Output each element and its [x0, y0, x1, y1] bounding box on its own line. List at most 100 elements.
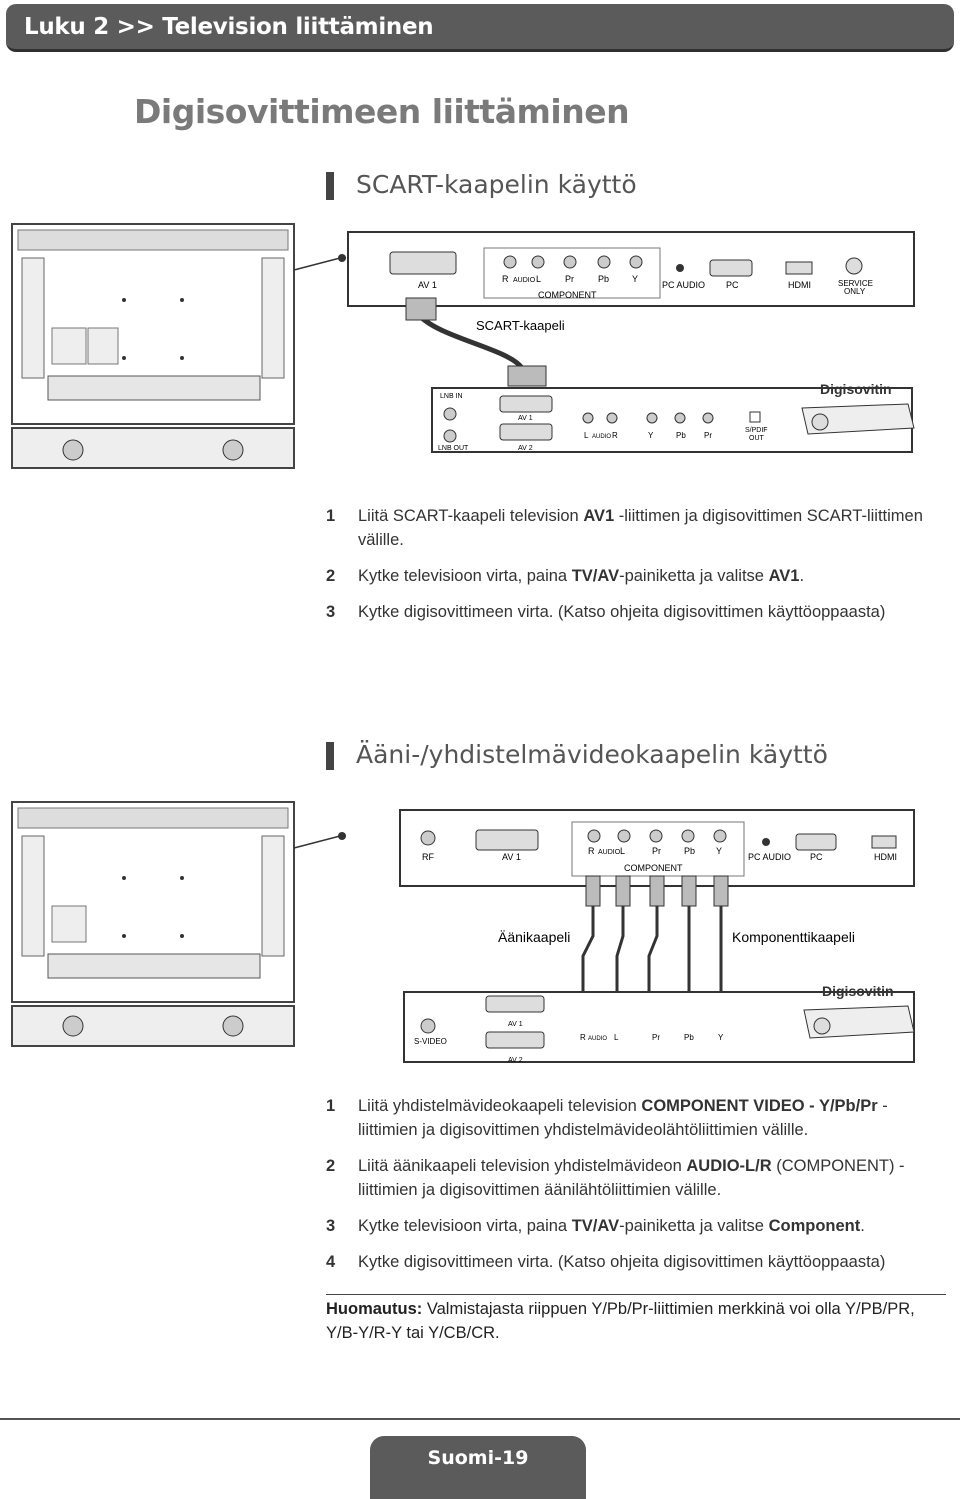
port-label: R	[612, 431, 618, 440]
port-label: Pb	[684, 846, 695, 856]
section1-steps: 1 Liitä SCART-kaapeli television AV1 -li…	[326, 504, 946, 636]
footer-divider	[0, 1418, 960, 1420]
port-label: AV 2	[508, 1057, 523, 1064]
port-label: ONLY	[844, 287, 866, 296]
step-text: .	[860, 1217, 865, 1235]
settop-box-panel: Digisovitin LNB IN LNB OUT AV 1 AV 2 L A…	[431, 381, 915, 453]
settop-box-icon	[801, 403, 915, 435]
section-heading-text: Ääni-/yhdistelmävideokaapelin käyttö	[356, 740, 828, 769]
device-title: Digisovitin	[820, 381, 892, 397]
port-label: OUT	[749, 435, 765, 442]
step-bold: Component	[768, 1217, 861, 1235]
note-text: Valmistajasta riippuen Y/Pb/Pr-liittimie…	[326, 1300, 915, 1342]
step-item: 2 Kytke televisioon virta, paina TV/AV-p…	[326, 564, 946, 588]
step-number: 2	[326, 567, 336, 585]
step-item: 1 Liitä yhdistelmävideokaapeli televisio…	[326, 1094, 946, 1142]
page-title: Digisovittimeen liittäminen	[134, 92, 630, 131]
step-bold: TV/AV	[571, 567, 620, 585]
step-item: 3 Kytke televisioon virta, paina TV/AV-p…	[326, 1214, 946, 1238]
port-label: Pr	[565, 274, 574, 284]
port-label: L	[620, 846, 625, 856]
step-bold: TV/AV	[571, 1217, 620, 1235]
port-label: Pr	[652, 1033, 660, 1042]
scart-diagram: AV 1 R AUDIO L Pr Pb Y COMPONENT PC AUDI…	[11, 223, 915, 469]
port-label: L	[614, 1033, 619, 1042]
section2-steps: 1 Liitä yhdistelmävideokaapeli televisio…	[326, 1094, 946, 1286]
port-label: HDMI	[874, 852, 897, 862]
port-label: L	[536, 274, 541, 284]
step-item: 1 Liitä SCART-kaapeli television AV1 -li…	[326, 504, 946, 552]
port-label: PC AUDIO	[748, 852, 791, 862]
note-label: Huomautus:	[326, 1300, 423, 1318]
port-label: S/PDIF	[745, 427, 768, 434]
port-label: RF	[422, 852, 434, 862]
port-label: Pb	[676, 431, 686, 440]
av1-scart-port	[389, 251, 457, 275]
tv-connector-panel: AV 1 R AUDIO L Pr Pb Y COMPONENT PC AUDI…	[347, 231, 915, 307]
port-label: Y	[648, 431, 654, 440]
port-label: Pr	[652, 846, 661, 856]
cable-label: Äänikaapeli	[498, 929, 570, 945]
port-label: AV 1	[418, 280, 437, 290]
step-item: 2 Liitä äänikaapeli television yhdistelm…	[326, 1154, 946, 1202]
port-label: Y	[632, 274, 638, 284]
port-label: PC	[726, 280, 739, 290]
step-number: 3	[326, 603, 336, 621]
port-label: AUDIO	[513, 277, 536, 284]
port-label: Pb	[598, 274, 609, 284]
port-label: COMPONENT	[624, 863, 683, 873]
port-label: S-VIDEO	[414, 1037, 447, 1046]
port-label: PC	[810, 852, 823, 862]
section-heading-text: SCART-kaapelin käyttö	[356, 170, 637, 199]
port-label: R	[580, 1033, 586, 1042]
port-label: AV 2	[518, 445, 533, 452]
tv-back-illustration	[11, 223, 295, 469]
step-number: 3	[326, 1217, 336, 1235]
port-label: HDMI	[788, 280, 811, 290]
port-label: AV 1	[518, 415, 533, 422]
port-label: Y	[716, 846, 722, 856]
step-text: Kytke digisovittimeen virta. (Katso ohje…	[358, 603, 886, 621]
port-label: LNB OUT	[438, 445, 469, 452]
step-bold: AUDIO-L/R	[686, 1157, 772, 1175]
step-text: -painiketta ja valitse	[619, 567, 769, 585]
note-box: Huomautus: Valmistajasta riippuen Y/Pb/P…	[326, 1294, 946, 1345]
port-label: R	[502, 274, 509, 284]
step-text: Kytke televisioon virta, paina	[358, 1217, 572, 1235]
settop-box-panel: Digisovitin S-VIDEO AV 1 AV 2 R AUDIO L …	[403, 983, 915, 1064]
step-text: (COMPONENT) -liittimien ja digisovittime…	[358, 1157, 905, 1199]
step-text: -painiketta ja valitse	[619, 1217, 769, 1235]
port-label: R	[588, 846, 595, 856]
port-label: AV 1	[502, 852, 521, 862]
step-number: 1	[326, 1097, 336, 1115]
cable-label: Komponenttikaapeli	[732, 929, 855, 945]
chapter-header: Luku 2 >> Television liittäminen	[6, 4, 954, 52]
step-bold: COMPONENT VIDEO - Y/Pb/Pr	[641, 1097, 878, 1115]
step-text: Kytke televisioon virta, paina	[358, 567, 572, 585]
step-number: 4	[326, 1253, 336, 1271]
port-label: PC AUDIO	[662, 280, 705, 290]
chapter-title: Luku 2 >> Television liittäminen	[24, 14, 434, 40]
step-number: 2	[326, 1157, 336, 1175]
port-label: COMPONENT	[538, 290, 597, 300]
port-label: AV 1	[508, 1021, 523, 1028]
step-bold: AV1	[583, 507, 615, 525]
port-label: AUDIO	[592, 434, 611, 440]
step-bold: AV1	[768, 567, 800, 585]
step-text: Kytke digisovittimeen virta. (Katso ohje…	[358, 1253, 886, 1271]
tv-back-illustration	[11, 801, 295, 1047]
page-number: Suomi-19	[427, 1447, 529, 1469]
port-label: SERVICE	[838, 279, 873, 288]
footer-page-tab: Suomi-19	[370, 1436, 586, 1499]
port-label: Pb	[684, 1033, 694, 1042]
port-label: L	[584, 431, 589, 440]
port-label: AUDIO	[588, 1036, 607, 1042]
cable-label: SCART-kaapeli	[476, 318, 565, 333]
step-text: .	[799, 567, 805, 585]
step-text: Liitä äänikaapeli television yhdistelmäv…	[358, 1157, 687, 1175]
port-label: AUDIO	[598, 849, 621, 856]
settop-box-icon	[803, 1005, 915, 1039]
step-text: -liittimen ja digisovittimen SCART-liitt…	[358, 507, 923, 549]
port-label: Pr	[704, 431, 712, 440]
component-diagram: RF AV 1 R AUDIO L Pr Pb Y COMPONENT PC A…	[11, 801, 915, 1064]
